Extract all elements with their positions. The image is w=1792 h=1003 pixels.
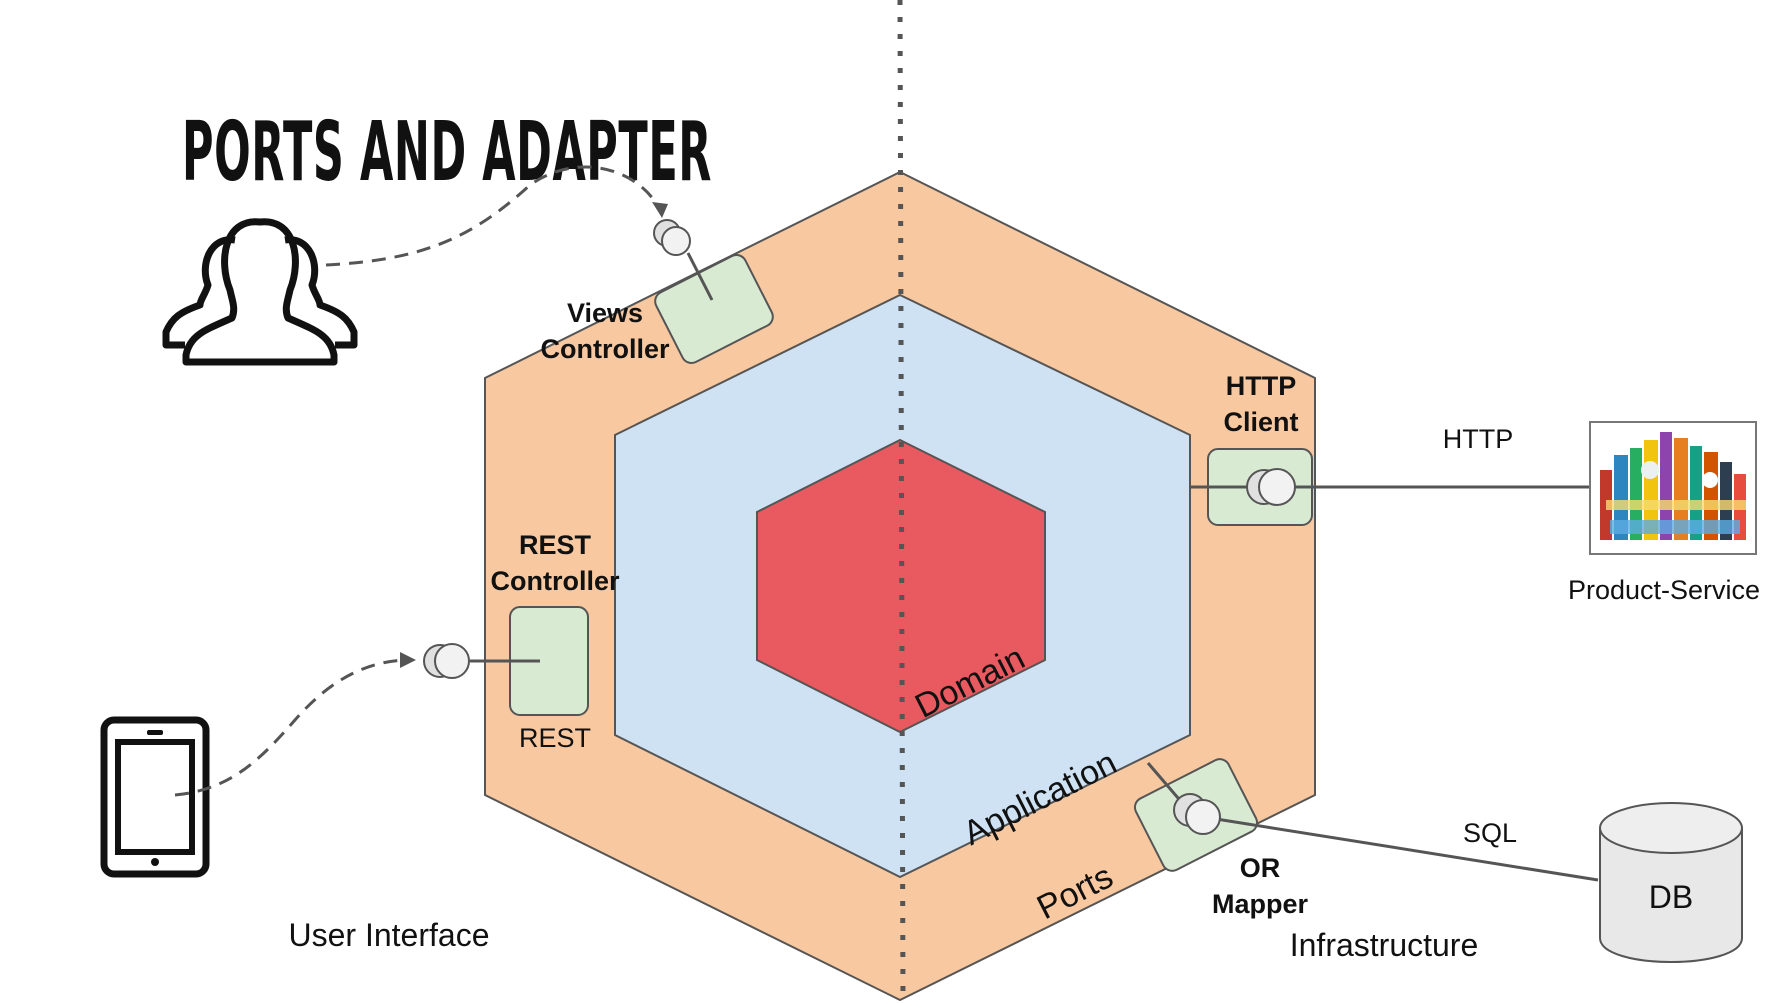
rest-controller-label-2: Controller [490,566,619,596]
product-service-label: Product-Service [1568,575,1760,605]
arrowhead-icon [652,202,668,218]
views-controller-label-2: Controller [540,334,669,364]
dotted-divider [897,0,906,1003]
rest-controller-label-1: REST [519,530,592,560]
database-icon [1599,802,1743,963]
http-client-label-1: HTTP [1226,371,1297,401]
product-image [1589,421,1757,555]
users-icon [162,218,358,366]
views-controller-label-1: Views [567,298,643,328]
or-mapper-label-2: Mapper [1212,889,1309,919]
views-controller-adapter [654,254,774,364]
http-connection-label: HTTP [1443,424,1514,454]
users-to-views-arrow [325,165,662,267]
socket-icon [1173,793,1221,835]
socket-icon [653,219,691,256]
sql-connection-line [1209,816,1599,882]
user-interface-label: User Interface [289,917,490,953]
sql-connection-label: SQL [1463,818,1517,848]
socket-icon [1246,468,1296,506]
views-port-link [686,252,714,301]
or-mapper-label-1: OR [1240,853,1281,883]
tablet-icon [100,716,210,878]
infrastructure-label: Infrastructure [1290,927,1479,963]
http-client-label-2: Client [1223,407,1298,437]
db-label: DB [1649,879,1693,915]
rest-label: REST [519,723,591,753]
arrowhead-icon [400,652,416,668]
diagram-title: PORTS AND ADAPTER [182,104,712,199]
socket-icon [423,643,470,679]
tablet-to-rest-arrow [174,658,406,797]
